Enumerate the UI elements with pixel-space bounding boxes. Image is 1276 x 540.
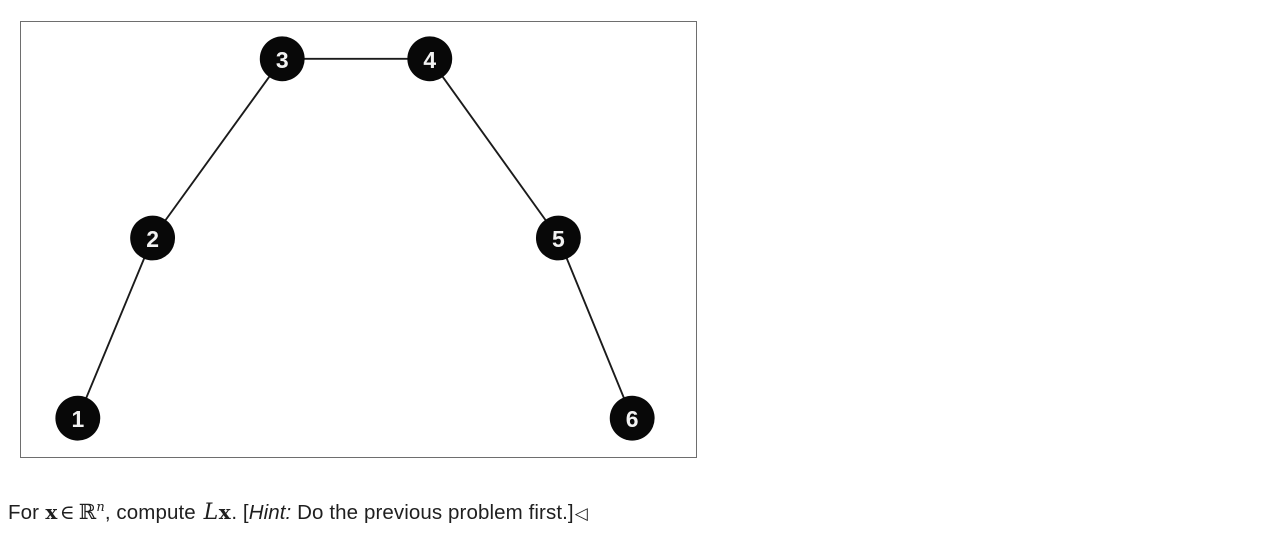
node-3-circle (259, 36, 305, 82)
graph-node-5[interactable]: 5 (535, 215, 581, 261)
vector-x-symbol: x (45, 500, 58, 524)
graph-canvas: 1 2 3 4 5 6 (55, 36, 655, 441)
edge-5-6 (557, 237, 634, 420)
node-5-label: 5 (552, 226, 565, 252)
exercise-comma-text: , compute (104, 501, 202, 524)
node-2-label: 2 (146, 226, 159, 252)
graph-figure-frame: 1 2 3 4 5 6 (20, 21, 697, 458)
graph-node-1[interactable]: 1 (55, 395, 101, 441)
exercise-period-text: . [ (231, 501, 249, 524)
exercise-statement: For x∈ℝn, compute Lx. [Hint: Do the prev… (8, 498, 588, 528)
edge-1-2 (76, 237, 154, 420)
node-3-label: 3 (276, 47, 289, 73)
node-4-label: 4 (423, 47, 436, 73)
graph-node-3[interactable]: 3 (259, 36, 305, 82)
graph-node-6[interactable]: 6 (609, 395, 655, 441)
graph-edges (76, 57, 634, 420)
hint-label: Hint: (248, 501, 292, 524)
laplacian-operator-symbol: L (203, 500, 219, 525)
end-of-exercise-triangle-icon: ◁ (574, 504, 588, 524)
edge-4-5 (428, 57, 560, 239)
graph-nodes: 1 2 3 4 5 6 (55, 36, 655, 441)
graph-node-4[interactable]: 4 (407, 36, 453, 82)
element-of-icon: ∈ (59, 500, 75, 524)
node-6-label: 6 (626, 406, 639, 432)
node-4-circle (407, 36, 453, 82)
real-numbers-symbol: ℝ (78, 500, 97, 524)
node-2-circle (130, 215, 176, 261)
exercise-lead-text: For (8, 501, 45, 524)
node-1-label: 1 (71, 406, 84, 432)
node-1-circle (55, 395, 101, 441)
edge-2-3 (151, 57, 284, 239)
operand-x-symbol: x (218, 500, 231, 524)
dimension-superscript: n (96, 500, 105, 516)
graph-node-2[interactable]: 2 (130, 215, 176, 261)
hint-body-text: Do the previous problem first.] (291, 501, 574, 524)
node-6-circle (609, 395, 655, 441)
node-5-circle (535, 215, 581, 261)
